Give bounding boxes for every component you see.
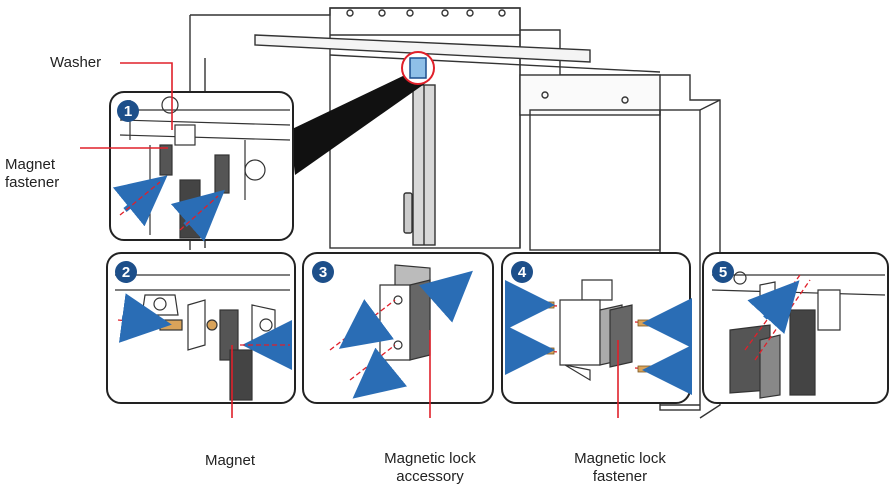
- step-badge-2: 2: [115, 261, 137, 283]
- label-magnetic-lock-accessory: Magnetic lock accessory: [384, 450, 476, 485]
- arrow-icon: [338, 299, 394, 349]
- panel-step-3: [302, 252, 494, 404]
- label-magnet-fastener: Magnet fastener: [5, 156, 60, 191]
- panel-step-4: [501, 252, 692, 404]
- label-magnet: Magnet: [204, 452, 256, 469]
- step-badge-5: 5: [712, 261, 734, 283]
- step-badge-1: 1: [117, 100, 139, 122]
- label-magnetic-lock-fastener: Magnetic lock fastener: [574, 450, 666, 485]
- arrow-icon: [418, 270, 473, 323]
- step-badge-3: 3: [312, 261, 334, 283]
- panel-step-5: [702, 252, 889, 404]
- zoom-callout: [290, 51, 435, 175]
- callout-lines: [80, 62, 619, 418]
- label-washer: Washer: [50, 54, 102, 71]
- cabinet-drawing: [189, 7, 721, 419]
- arrow-icon: [118, 293, 172, 343]
- step-badge-4: 4: [511, 261, 533, 283]
- arrow-icon: [747, 280, 800, 335]
- panel-step-2: [106, 252, 296, 404]
- arrow-icon: [352, 347, 408, 399]
- panel-step-1: [109, 91, 294, 242]
